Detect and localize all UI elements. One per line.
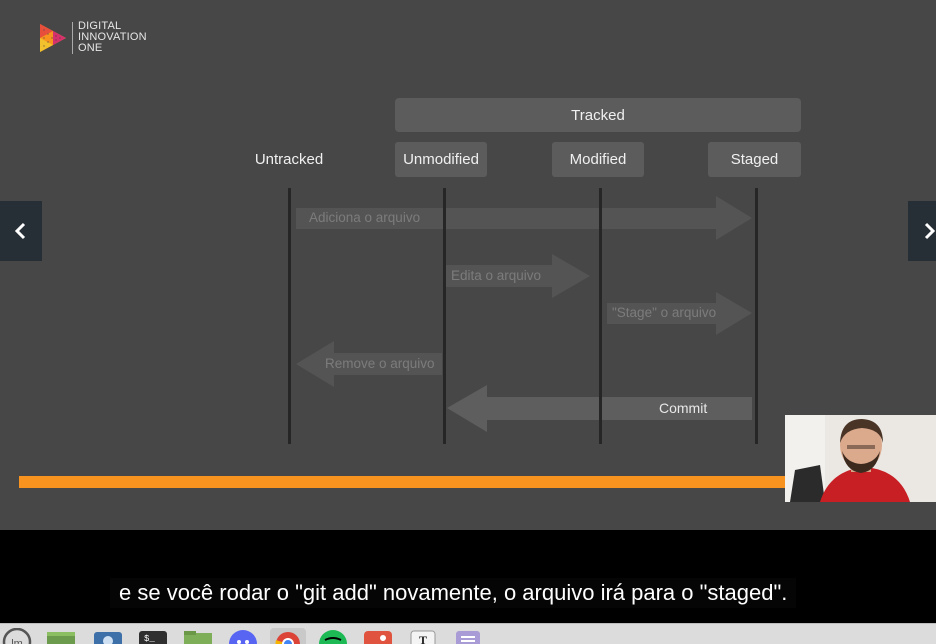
edit-arrow-label: Edita o arquivo [451, 268, 542, 283]
commit-arrow-label: Commit [659, 400, 708, 416]
next-slide-button[interactable] [908, 201, 936, 261]
lifeline-modified [599, 188, 602, 444]
svg-text:lm: lm [11, 638, 23, 644]
taskbar: lm $_ T [0, 623, 936, 644]
screenshot-icon[interactable] [93, 628, 123, 644]
dio-logo-icon [40, 24, 66, 52]
logo-divider [72, 22, 73, 54]
chevron-right-icon [924, 222, 936, 240]
terminal-icon[interactable]: $_ [138, 628, 168, 644]
chevron-left-icon [14, 222, 26, 240]
text-editor-icon[interactable]: T [408, 628, 438, 644]
presenter-video [785, 415, 936, 502]
lifeline-untracked [288, 188, 291, 444]
logo-text: DIGITAL INNOVATION ONE [78, 21, 147, 54]
tracked-header: Tracked [395, 98, 801, 132]
spotify-icon[interactable] [318, 628, 348, 644]
lifeline-unmodified [443, 188, 446, 444]
subtitle-area [0, 530, 936, 623]
logo-line-3: ONE [78, 42, 103, 54]
image-viewer-icon[interactable] [363, 628, 393, 644]
add-arrow [296, 196, 752, 240]
logo-line-2: INNOVATION [78, 31, 147, 43]
state-unmodified: Unmodified [395, 142, 487, 177]
linux-mint-menu-icon[interactable]: lm [2, 628, 32, 644]
chrome-icon[interactable] [270, 628, 306, 644]
progress-bar [19, 476, 787, 488]
svg-text:$_: $_ [144, 634, 155, 644]
add-arrow-label: Adiciona o arquivo [309, 210, 421, 225]
stage-arrow [607, 292, 752, 335]
state-staged: Staged [708, 142, 801, 177]
state-untracked: Untracked [254, 151, 324, 168]
notes-icon[interactable] [453, 628, 483, 644]
show-desktop-icon[interactable] [46, 628, 76, 644]
remove-arrow [296, 341, 442, 387]
svg-text:T: T [419, 633, 427, 644]
state-modified: Modified [552, 142, 644, 177]
logo-line-1: DIGITAL [78, 20, 122, 32]
discord-icon[interactable] [228, 628, 258, 644]
webcam-feed [785, 415, 936, 502]
stage-arrow-label: "Stage" o arquivo [612, 305, 717, 320]
lifeline-staged [755, 188, 758, 444]
edit-arrow [446, 254, 590, 298]
remove-arrow-label: Remove o arquivo [325, 356, 435, 371]
prev-slide-button[interactable] [0, 201, 42, 261]
slide: DIGITAL INNOVATION ONE Tracked Untracked… [0, 0, 936, 530]
subtitle-caption: e se você rodar o "git add" novamente, o… [110, 578, 797, 608]
files-icon[interactable] [183, 628, 213, 644]
